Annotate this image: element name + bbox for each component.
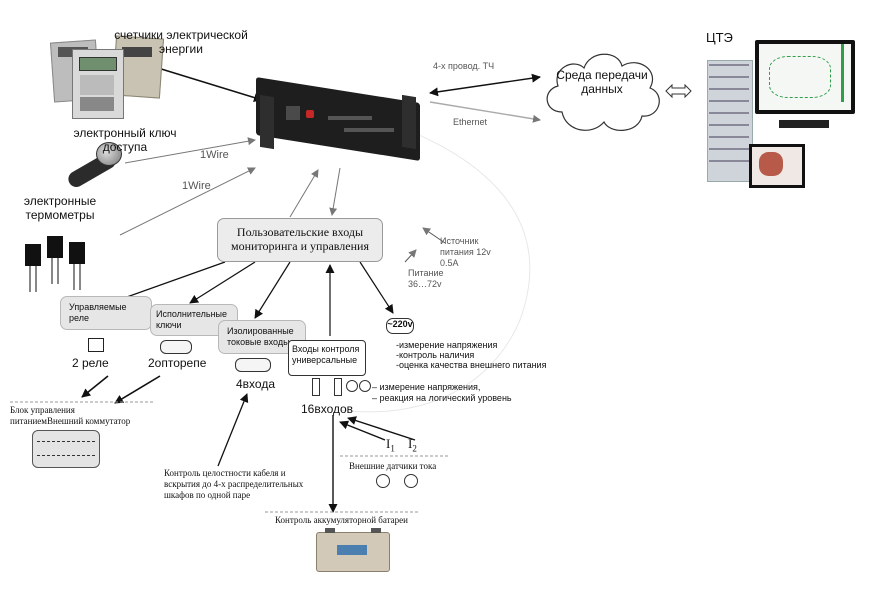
arrow-to-220 — [359, 261, 394, 314]
network-cloud — [538, 42, 666, 138]
arrow-thermo-device — [119, 167, 256, 236]
arrow-4wire — [429, 73, 541, 97]
cte-workstation-image — [693, 40, 883, 198]
label-current-i2: I2 — [408, 436, 417, 454]
relay-box-label: Управляемые реле — [69, 302, 127, 323]
label-cable-control: Контроль целостности кабеля и вскрытия д… — [164, 468, 304, 500]
user-inputs-box: Пользовательские входы мониторинга и упр… — [217, 218, 383, 262]
user-inputs-label: Пользовательские входы мониторинга и упр… — [231, 225, 369, 253]
label-network: Среда передачи данных — [556, 68, 648, 96]
voltmeter-icon — [346, 380, 358, 392]
relay-box: Управляемые реле — [60, 296, 152, 330]
resistor-icon-2 — [334, 378, 342, 396]
isolated-inputs-label: Изолированные токовые входы — [227, 326, 294, 347]
v220-badge: ~220v — [386, 318, 414, 334]
relay-icon — [88, 338, 104, 352]
label-optorelay: 2опторепе — [148, 356, 207, 370]
label-power-source: Источник питания 12v 0.5A — [440, 236, 491, 268]
label-current-i1: I1 — [386, 436, 395, 454]
arrow-to-keys — [189, 261, 256, 304]
arrow-key-device — [124, 137, 256, 164]
energy-meters-image — [49, 35, 165, 119]
arrow-i1 — [339, 420, 386, 441]
indicator-icon — [359, 380, 371, 392]
resistor-icon-1 — [312, 378, 320, 396]
thermometers-image — [15, 232, 95, 298]
v220-note-3: -оценка качества внешнего питания — [396, 360, 547, 370]
label-electronic-key: электронный ключ доступа — [73, 126, 177, 154]
v220-note-2: -контроль наличия — [396, 350, 475, 360]
background-arc — [339, 119, 531, 413]
universal-inputs-label: Входы контроля универсальные — [292, 344, 360, 365]
optorelay-icon — [160, 340, 192, 354]
label-energy-meters: счетчики электрической энергии — [114, 28, 248, 56]
label-cte: ЦТЭ — [706, 30, 733, 45]
label-1wire-key: 1Wire — [200, 149, 229, 161]
main-controller-device — [256, 76, 420, 164]
arrow-relay-block-2 — [114, 375, 161, 404]
arrow-network-cte — [665, 83, 692, 99]
label-1wire-thermo: 1Wire — [182, 180, 211, 192]
current-sensor-icon-1 — [376, 474, 390, 488]
label-battery: Контроль аккумуляторной батареи — [275, 515, 408, 525]
arrow-inputs-device-2 — [329, 167, 341, 216]
current-sensor-icon-2 — [404, 474, 418, 488]
isolated-input-icon — [235, 358, 271, 372]
label-16-inputs: 16входов — [301, 402, 354, 416]
arrow-power-source — [422, 227, 446, 244]
label-power-block: Блок управления питаниемВнешний коммутат… — [10, 405, 131, 426]
label-4wire: 4-х провод. ТЧ — [433, 61, 495, 71]
label-current-sensors: Внешние датчики тока — [349, 461, 437, 471]
exec-keys-label: Исполнительные ключи — [156, 309, 228, 330]
battery-image — [316, 528, 390, 572]
label-4-inputs: 4входа — [236, 377, 275, 391]
arrow-inputs-device-1 — [289, 169, 319, 218]
ibutton-key-image — [65, 140, 126, 192]
measure-note-1: – измерение напряжения, — [372, 382, 481, 392]
label-power-range: Питание 36…72v — [408, 268, 444, 289]
arrow-meters-device — [157, 67, 263, 102]
arrow-to-isolated — [254, 261, 291, 319]
label-2-relays: 2 реле — [72, 356, 109, 370]
arrow-power-range — [404, 249, 417, 263]
arrow-cable-inputs — [217, 393, 249, 467]
measure-note-2: – реакция на логический уровень — [372, 393, 512, 403]
arrow-ethernet — [429, 101, 541, 123]
v220-note-1: -измерение напряжения — [396, 340, 498, 350]
label-thermometers: электронные термометры — [23, 194, 97, 222]
label-ethernet: Ethernet — [453, 117, 488, 127]
arrow-i2 — [347, 416, 416, 441]
universal-inputs-box: Входы контроля универсальные — [288, 340, 366, 376]
arrow-relay-block-1 — [81, 375, 109, 398]
power-switch-box — [32, 430, 100, 468]
